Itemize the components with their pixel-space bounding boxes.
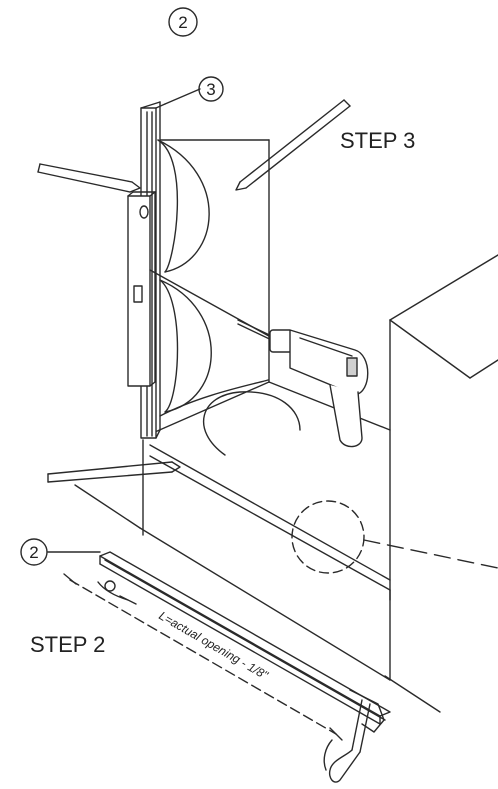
callout-rail-number: 3 [206,80,215,99]
step3-label: STEP 3 [340,128,415,153]
wall-structure [74,139,498,713]
callout-3-leader [164,88,201,105]
pencil-top [235,99,351,191]
bottom-track [99,551,391,725]
drill-icon [237,319,369,448]
callout-circle-top [168,7,198,37]
callout-top-number: 2 [178,13,187,32]
dimension-line [63,573,343,741]
step2-label: STEP 2 [30,632,105,657]
pencil-left [37,163,141,193]
callout-circle-track [20,538,48,566]
callout-circle-rail [198,76,224,102]
callout-track-number: 2 [29,543,38,562]
drill-arcs [149,139,286,417]
pencil-bottom [47,461,181,483]
hacksaw-icon [323,689,385,783]
screw-icon [97,580,137,605]
detail-circle [291,500,498,574]
level-tool [127,191,156,387]
